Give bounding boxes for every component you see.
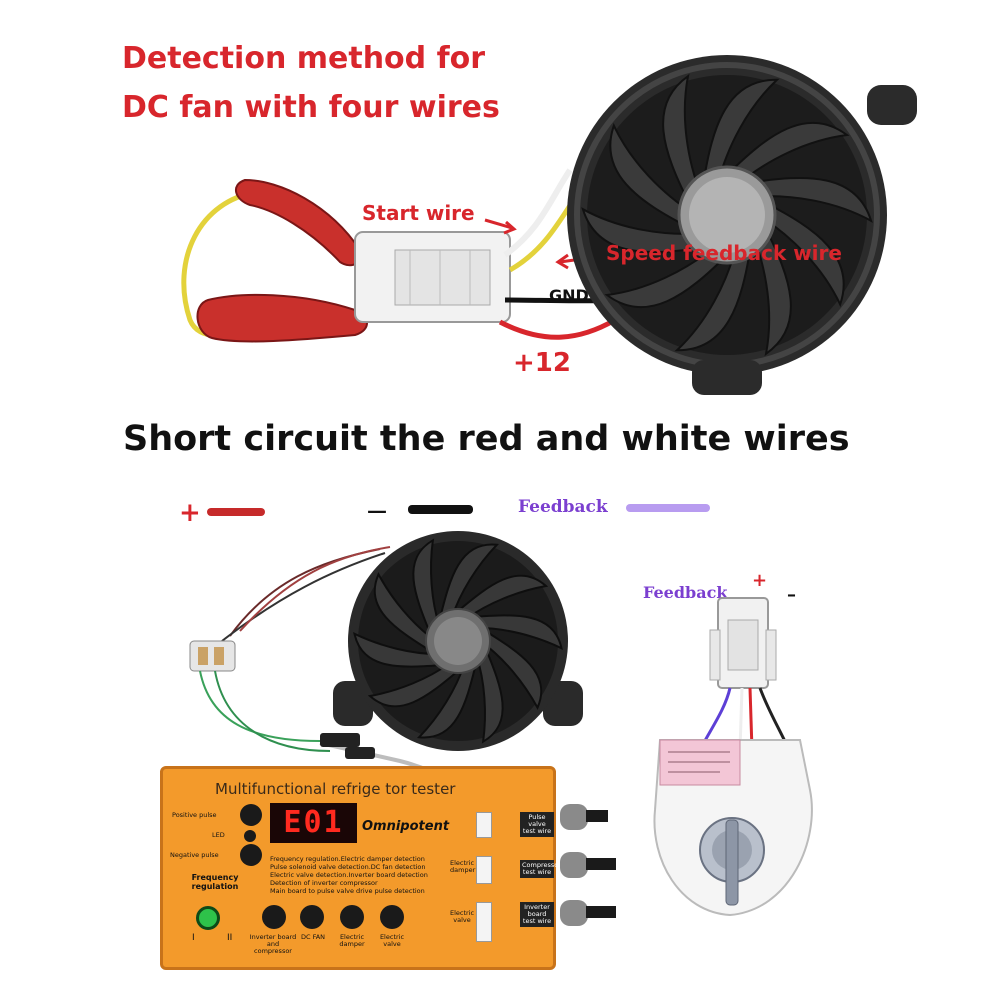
cable-2 (586, 858, 616, 870)
port-bottom[interactable] (476, 902, 492, 942)
dc-fan-bottom (333, 531, 583, 751)
cable-gland-3 (560, 900, 588, 926)
legend-minus-symbol: — (367, 498, 387, 522)
feature-line-4: Detection of inverter compressor (270, 879, 378, 887)
cable-gland-2 (560, 852, 588, 878)
electric-valve-button-label: Electric valve (379, 933, 405, 949)
led-indicator (244, 830, 256, 842)
led-display: E01 (270, 803, 357, 843)
feature-line-2: Pulse solenoid valve detection.DC fan de… (270, 863, 426, 871)
section-heading: Short circuit the red and white wires (123, 419, 850, 459)
inverter-board-button[interactable] (262, 905, 286, 929)
electric-damper-button[interactable] (340, 905, 364, 929)
start-wire-label: Start wire (362, 201, 475, 225)
compressor-test-wire-label: Compressor test wire (520, 860, 561, 879)
legend-plus-symbol: + (179, 498, 201, 528)
electric-damper-button-label: Electric damper (339, 933, 365, 949)
cable-3 (586, 906, 616, 918)
speed-feedback-wire-label: Speed feedback wire (606, 241, 842, 265)
frequency-regulation-label: Frequency regulation (191, 873, 239, 891)
electric-valve-button[interactable] (380, 905, 404, 929)
damper-feedback-label: Feedback (643, 583, 728, 602)
legend-minus-line (408, 505, 473, 514)
damper-motor (653, 597, 813, 917)
inverter-board-test-wire-label: Inverter board test wire (520, 902, 554, 928)
bottom-wiring-diagram (189, 531, 583, 813)
feature-line-3: Electric valve detection.Inverter board … (270, 871, 428, 879)
red-wire (498, 317, 617, 340)
inverter-board-button-label: Inverter board and compressor (249, 933, 297, 956)
port-middle[interactable] (476, 856, 492, 884)
knob-label-right: II (227, 933, 233, 943)
alligator-clip-top (235, 178, 363, 267)
port-label-valve: Electric valve (450, 909, 475, 925)
port-top[interactable] (476, 812, 492, 838)
damper-plus-label: + (752, 570, 768, 591)
dc-fan-button-label: DC FAN (300, 933, 326, 941)
legend-feedback-label: Feedback (518, 497, 608, 517)
led-label: LED (212, 831, 225, 839)
cable-gland-1 (560, 804, 588, 830)
damper-minus-label: – (787, 584, 796, 605)
title-line-1: Detection method for (122, 41, 486, 76)
port-label-damper: Electric damper (450, 859, 476, 875)
knob-label-left: I (192, 933, 195, 943)
positive-pulse-button[interactable] (240, 804, 262, 826)
pulse-valve-test-wire-label: Pulse valve test wire (520, 812, 554, 838)
alligator-clip-bottom (196, 293, 368, 343)
plus12-label: +12 (513, 348, 571, 378)
feature-line-5: Main board to pulse valve drive pulse de… (270, 887, 425, 895)
negative-pulse-button[interactable] (240, 844, 262, 866)
tester-brand: Omnipotent (362, 819, 450, 834)
legend-plus-line (207, 508, 265, 516)
dc-fan-top (567, 55, 917, 395)
legend-feedback-line (626, 504, 710, 512)
gnd-label: GND (549, 286, 589, 305)
title-line-2: DC fan with four wires (122, 90, 500, 125)
frequency-knob[interactable] (196, 906, 220, 930)
cable-1 (586, 810, 608, 822)
positive-pulse-label: Positive pulse (172, 811, 217, 819)
feature-line-1: Frequency regulation.Electric damper det… (270, 855, 425, 863)
negative-pulse-label: Negative pulse (170, 851, 219, 859)
top-fan-diagram (181, 55, 917, 395)
dc-fan-button[interactable] (300, 905, 324, 929)
tester-title: Multifunctional refrige tor tester (215, 780, 456, 798)
white-wire (503, 168, 573, 258)
